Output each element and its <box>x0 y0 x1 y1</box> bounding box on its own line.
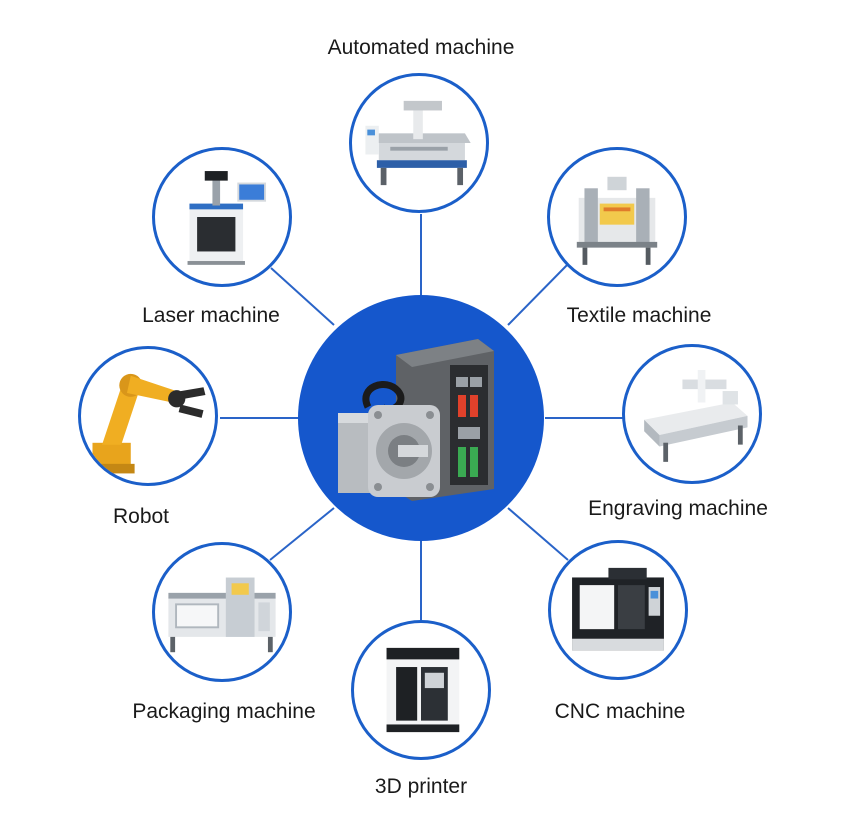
node-textile-machine <box>547 147 687 287</box>
label-textile-machine: Textile machine <box>566 304 712 327</box>
robot-arm-icon <box>88 373 206 474</box>
cnc-machine-icon <box>572 567 664 651</box>
node-engraving-machine <box>622 344 762 484</box>
label-laser-machine: Laser machine <box>142 304 280 327</box>
node-automated-machine <box>349 73 489 213</box>
label-robot: Robot <box>112 505 170 528</box>
textile-machine-icon <box>576 176 658 265</box>
cnc-router-icon <box>365 100 471 186</box>
label-3d-printer: 3D printer <box>374 775 468 798</box>
connector-laser <box>270 267 335 326</box>
label-automated-machine: Automated machine <box>327 36 515 59</box>
connector-packaging <box>269 507 335 561</box>
label-packaging-machine: Packaging machine <box>132 700 316 723</box>
node-3d-printer <box>351 620 491 760</box>
label-engraving-machine: Engraving machine <box>588 497 768 520</box>
connector-textile <box>507 261 571 326</box>
engraving-machine-icon <box>644 369 748 462</box>
servo-motor-and-drive-icon <box>338 339 494 501</box>
hub-servo-system <box>298 295 544 541</box>
node-robot <box>78 346 218 486</box>
label-cnc-machine: CNC machine <box>554 700 686 723</box>
3d-printer-icon <box>386 647 460 733</box>
packaging-machine-icon <box>168 577 276 653</box>
node-cnc-machine <box>548 540 688 680</box>
node-packaging-machine <box>152 542 292 682</box>
laser-machine-icon <box>187 171 267 265</box>
connector-cnc <box>507 507 569 561</box>
node-laser-machine <box>152 147 292 287</box>
